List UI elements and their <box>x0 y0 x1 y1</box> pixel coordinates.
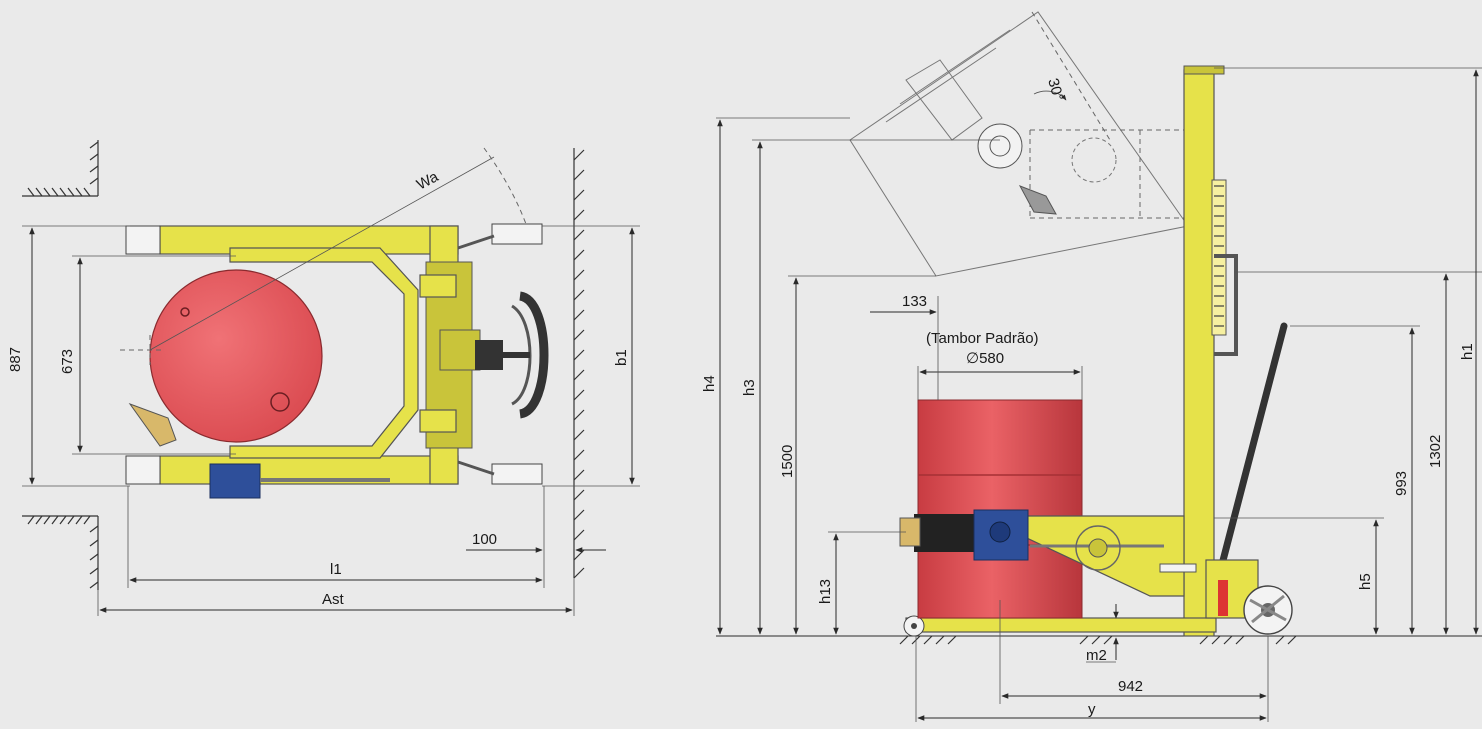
dim-1500-label: 1500 <box>779 445 796 478</box>
dim-y-label: y <box>1088 701 1096 718</box>
dim-h1: h1 <box>1214 67 1482 635</box>
dim-ast-label: Ast <box>322 591 345 608</box>
dim-h13: h13 <box>817 531 906 635</box>
dim-h3-label: h3 <box>741 379 758 396</box>
dim-h5-label: h5 <box>1357 573 1374 590</box>
drum-side-view <box>917 399 1083 619</box>
dim-673-label: 673 <box>59 349 76 374</box>
plan-frame <box>125 223 549 499</box>
drum-label: (Tambor Padrão) <box>926 330 1039 347</box>
dim-100: 100 <box>466 486 606 588</box>
mast <box>1183 65 1482 637</box>
dim-b1-label: b1 <box>613 349 630 366</box>
pump-handle <box>1216 322 1288 576</box>
dim-m2: m2 <box>1086 604 1119 664</box>
side-view: 30° <box>701 11 1482 722</box>
dim-ast: Ast <box>97 578 575 616</box>
ground-line <box>716 635 1482 645</box>
dim-m2-label: m2 <box>1086 647 1107 664</box>
dim-887-label: 887 <box>7 347 24 372</box>
dim-1500: 1500 <box>779 275 936 635</box>
dim-133-label: 133 <box>902 293 927 310</box>
drum-diameter-label: ∅580 <box>966 350 1004 367</box>
dim-wa-label: Wa <box>414 168 442 194</box>
plan-view: Wa 887 673 b1 100 <box>7 140 640 616</box>
dim-673: 673 <box>59 255 236 455</box>
dim-h4-label: h4 <box>701 375 718 392</box>
dim-l1-label: l1 <box>330 561 342 578</box>
dim-h5: h5 <box>1214 517 1384 635</box>
dim-l1: l1 <box>127 486 543 588</box>
dim-h4: h4 <box>701 117 850 635</box>
dim-133: 133 <box>870 293 939 400</box>
dim-942-label: 942 <box>1118 678 1143 695</box>
dim-942: 942 <box>999 600 1269 722</box>
drum-spec: (Tambor Padrão) ∅580 <box>917 330 1083 400</box>
dim-b1: b1 <box>542 225 640 487</box>
dim-887: 887 <box>7 225 130 487</box>
dim-h1-label: h1 <box>1459 343 1476 360</box>
dim-y: y <box>915 636 1267 722</box>
clamp-arm <box>899 509 1197 597</box>
ghost-drum-tilted: 30° <box>849 11 1190 277</box>
dim-h13-label: h13 <box>817 579 834 604</box>
dim-h3: h3 <box>741 139 1000 635</box>
dim-100-label: 100 <box>472 531 497 548</box>
dim-993: 993 <box>1290 325 1420 635</box>
dim-993-label: 993 <box>1393 471 1410 496</box>
dim-1302-label: 1302 <box>1427 435 1444 468</box>
drum-top-view <box>120 269 323 443</box>
wall-hatching <box>22 140 585 590</box>
tilt-angle-label: 30° <box>1044 76 1067 102</box>
dim-1302: 1302 <box>1427 273 1449 635</box>
